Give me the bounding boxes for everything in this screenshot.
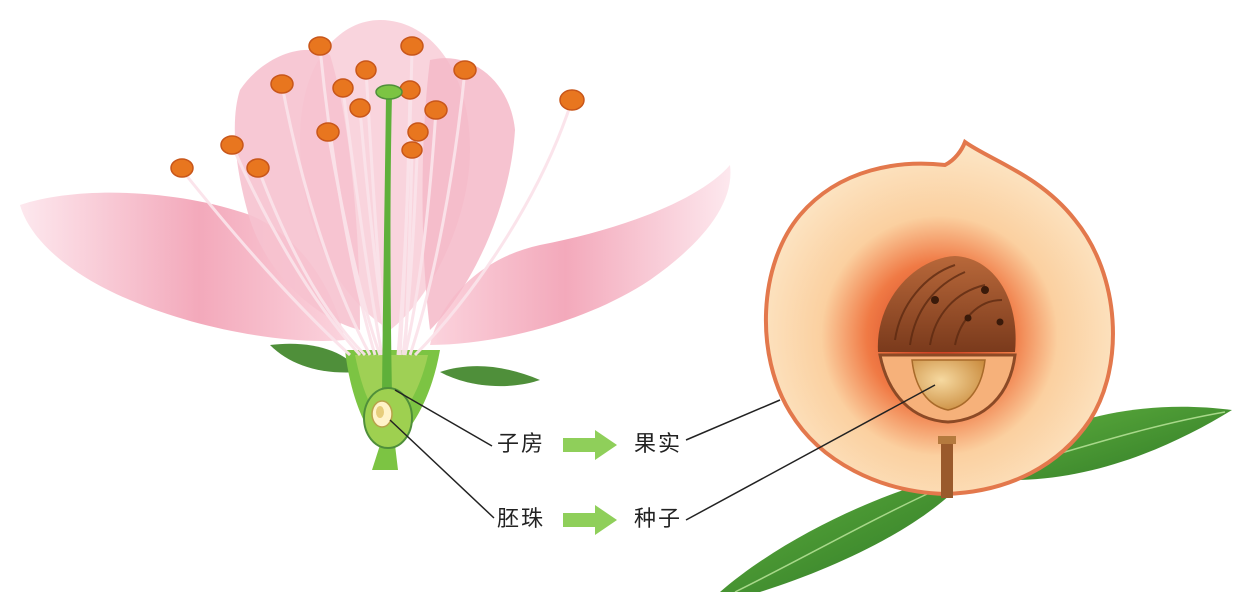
fruit-leader-line [685, 399, 781, 441]
sepal-left [270, 343, 360, 373]
ovary-to-fruit-arrow [563, 430, 617, 460]
ovule-to-seed-arrow [563, 505, 617, 535]
leaf-left [720, 480, 950, 592]
fruit-label: 果实 [634, 432, 683, 457]
ovary-label: 子房 [497, 432, 546, 457]
seed-label: 种子 [634, 507, 683, 532]
peach-fruit [720, 138, 1232, 593]
peach-stem [941, 438, 953, 498]
stigma [375, 84, 403, 100]
ovule-leader-line [389, 419, 495, 519]
seed [911, 359, 986, 411]
petal-right [430, 165, 731, 345]
anthers [170, 36, 585, 178]
peach-pit [877, 256, 1016, 352]
stamen-filaments [180, 47, 574, 357]
ovary-leader-line [394, 389, 493, 447]
sepal-right [440, 366, 540, 387]
ovule-label: 胚珠 [497, 507, 546, 532]
seed-leader-line [685, 384, 936, 521]
pistil-style [382, 95, 392, 395]
leaf-right [1000, 406, 1232, 480]
peach-flower [20, 20, 731, 470]
